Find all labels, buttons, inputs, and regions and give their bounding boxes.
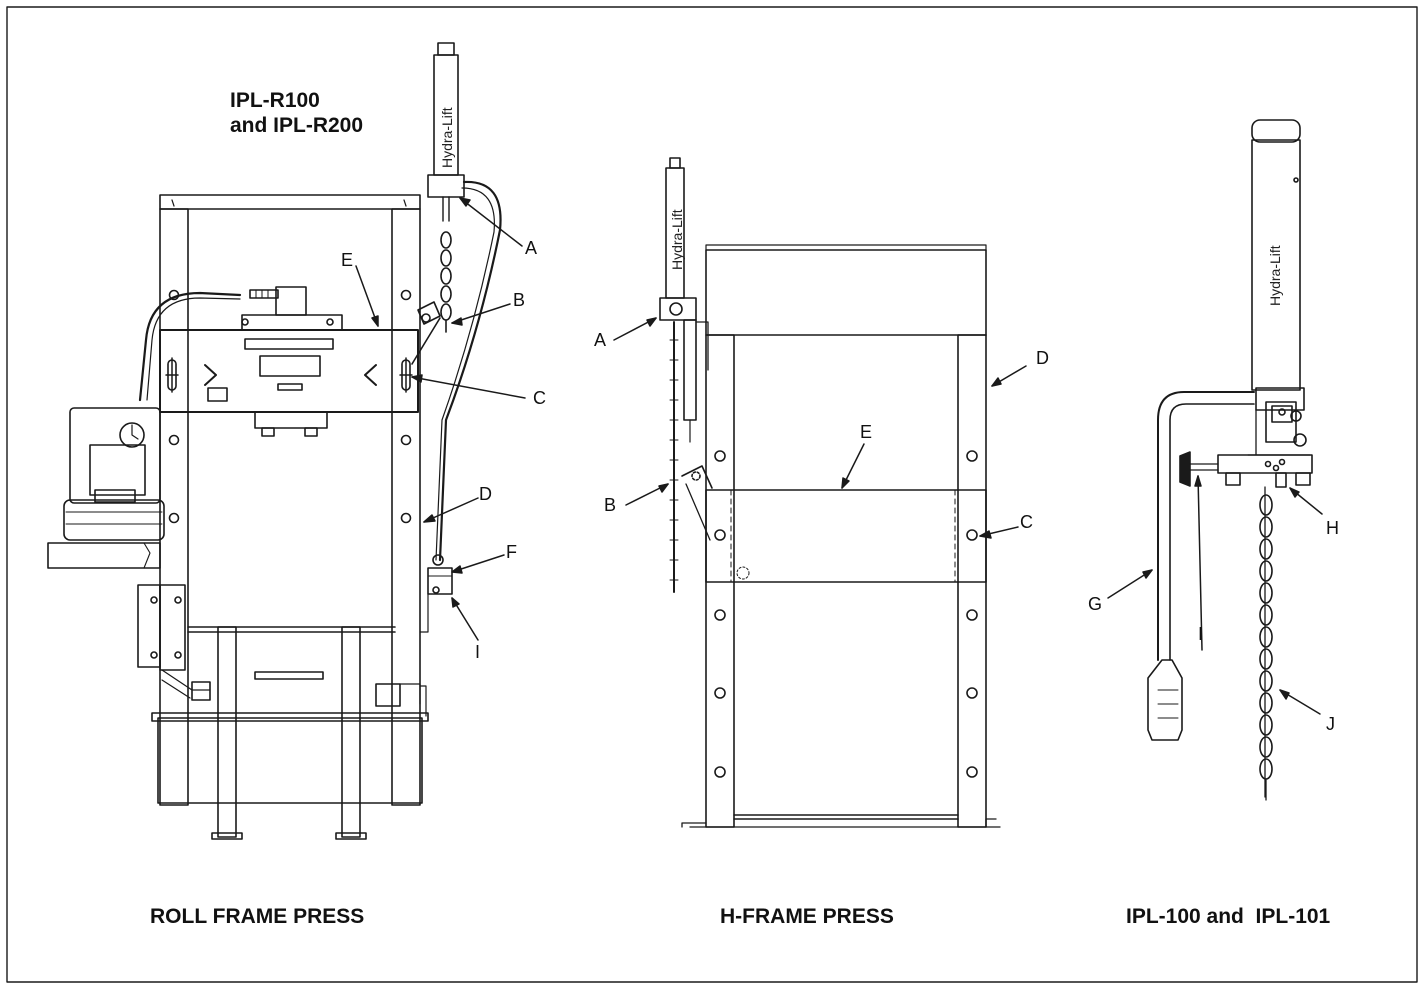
ipl-leaders	[1107, 475, 1323, 715]
callout-h-a: A	[594, 330, 606, 350]
callout-h-d: D	[1036, 348, 1049, 368]
ipl-lift-unit	[1147, 119, 1313, 801]
callout-roll-i: I	[475, 642, 480, 662]
caption-h-frame: H-FRAME PRESS	[720, 905, 894, 928]
callout-roll-a: A	[525, 238, 537, 258]
caption-roll-frame: ROLL FRAME PRESS	[150, 905, 365, 928]
model-title: IPL-R100 and IPL-R200	[230, 88, 363, 138]
callout-h-c: C	[1020, 512, 1033, 532]
model-title-line1: IPL-R100	[230, 89, 320, 112]
roll-frame-leaders	[355, 197, 526, 641]
figure-border	[6, 6, 1418, 983]
roll-frame-press	[47, 42, 502, 840]
callout-h-e: E	[860, 422, 872, 442]
callout-ipl-g: G	[1088, 594, 1102, 614]
callout-ipl-j: J	[1326, 714, 1335, 734]
brand-label-ipl: Hydra-Lift	[1267, 245, 1283, 306]
h-frame-press	[659, 157, 1001, 828]
callout-roll-c: C	[533, 388, 546, 408]
model-title-line2: and IPL-R200	[230, 114, 364, 137]
callout-roll-f: F	[506, 542, 517, 562]
callout-roll-d: D	[479, 484, 492, 504]
h-frame-leaders	[613, 317, 1027, 539]
callout-labels: A B C D E F I A B C D E G H I J	[341, 238, 1339, 734]
callout-roll-b: B	[513, 290, 525, 310]
brand-label-h: Hydra-Lift	[669, 209, 685, 270]
callout-h-b: B	[604, 495, 616, 515]
callout-roll-e: E	[341, 250, 353, 270]
callout-ipl-h: H	[1326, 518, 1339, 538]
caption-ipl: IPL-100 and IPL-101	[1126, 905, 1331, 928]
callout-ipl-i: I	[1198, 624, 1203, 644]
brand-label-roll: Hydra-Lift	[439, 107, 455, 168]
